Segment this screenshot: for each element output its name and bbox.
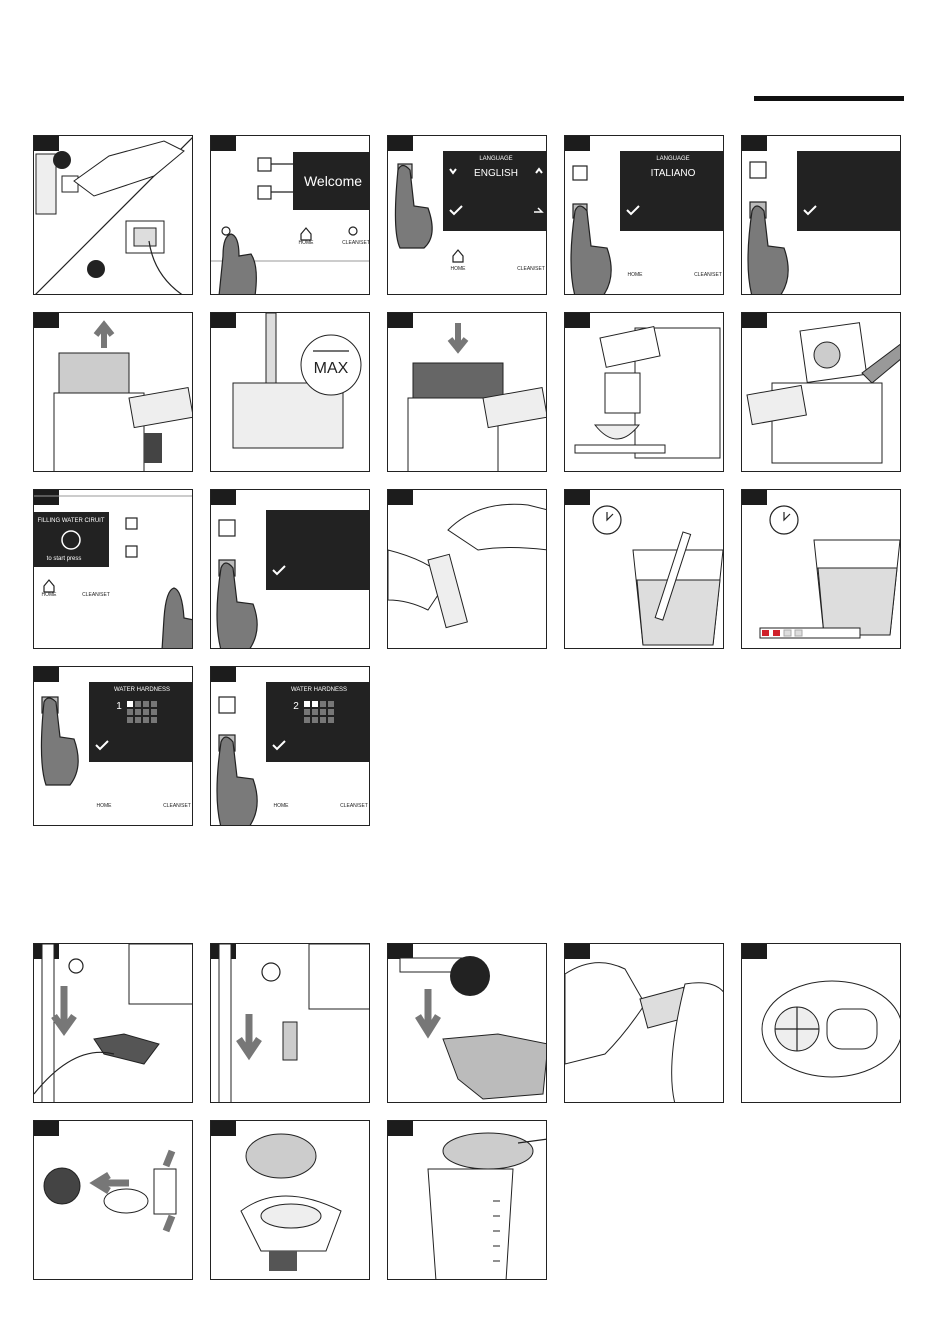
svg-text:WATER HARDNESS: WATER HARDNESS: [291, 687, 347, 693]
svg-text:CLEAN/SET: CLEAN/SET: [694, 272, 722, 278]
step-hardness-1: WATER HARDNESS 1 HOME CLEAN/SET: [33, 666, 193, 826]
arrow-icon: [96, 325, 112, 348]
step-marker-1: [53, 151, 71, 169]
svg-text:CLEAN/SET: CLEAN/SET: [342, 240, 370, 246]
svg-text:CLEAN/SET: CLEAN/SET: [82, 592, 110, 598]
step-attach-lid: [210, 1120, 370, 1280]
step-open-strip: [387, 489, 547, 649]
step-confirm: [741, 135, 901, 295]
clean-set-icon: [349, 227, 357, 235]
step-language-english: LANGUAGE ENGLISH HOME CLEAN/SET: [387, 135, 547, 295]
svg-text:to start press: to start press: [47, 556, 82, 562]
step-detach-nozzle: [387, 943, 547, 1103]
home-icon: [301, 228, 311, 240]
step-filling-circuit: FILLING WATER CIRUIT to start press HOME…: [33, 489, 193, 649]
svg-text:LANGUAGE: LANGUAGE: [656, 156, 689, 162]
svg-text:LANGUAGE: LANGUAGE: [479, 156, 512, 162]
step-marker-2: [87, 260, 105, 278]
header-rule: [754, 96, 904, 101]
step-clean-parts: [741, 943, 901, 1103]
step-unplug-plug: [33, 135, 193, 295]
step-language-italiano: LANGUAGE ITALIANO HOME CLEAN/SET: [564, 135, 724, 295]
svg-text:CLEAN/SET: CLEAN/SET: [163, 803, 191, 809]
step-open-lid: [741, 312, 901, 472]
step-fill-tank: MAX: [210, 312, 370, 472]
step-reassemble: [33, 1120, 193, 1280]
step-remove-wand: [210, 943, 370, 1103]
svg-text:CLEAN/SET: CLEAN/SET: [517, 266, 545, 272]
step-hardness-2: WATER HARDNESS 2 HOME CLEAN/SET: [210, 666, 370, 826]
step-dip-strip: [564, 489, 724, 649]
step-milk-container: [387, 1120, 547, 1280]
strip-pad-red-2: [773, 630, 780, 636]
step-read-strip: [741, 489, 901, 649]
step-disassemble: [564, 943, 724, 1103]
svg-text:2: 2: [293, 701, 299, 712]
step-confirm-2: [210, 489, 370, 649]
svg-text:1: 1: [116, 701, 122, 712]
step-insert-tank: [387, 312, 547, 472]
strip-pad-red-1: [762, 630, 769, 636]
svg-text:HOME: HOME: [299, 240, 315, 246]
svg-text:HOME: HOME: [97, 803, 113, 809]
svg-text:WATER HARDNESS: WATER HARDNESS: [114, 687, 170, 693]
power-icon: [222, 227, 230, 235]
step-steam-wand: [33, 943, 193, 1103]
svg-text:HOME: HOME: [628, 272, 644, 278]
svg-text:ITALIANO: ITALIANO: [651, 168, 696, 179]
welcome-text: Welcome: [304, 173, 362, 189]
svg-text:HOME: HOME: [274, 803, 290, 809]
svg-text:HOME: HOME: [42, 592, 58, 598]
step-place-cup: [564, 312, 724, 472]
svg-text:ENGLISH: ENGLISH: [474, 168, 518, 179]
svg-text:CLEAN/SET: CLEAN/SET: [340, 803, 368, 809]
step-remove-tank: [33, 312, 193, 472]
svg-text:FILLING WATER CIRUIT: FILLING WATER CIRUIT: [37, 518, 104, 524]
max-label: MAX: [314, 360, 349, 377]
step-welcome: Welcome HOME CLEAN/SET: [210, 135, 370, 295]
svg-text:HOME: HOME: [451, 266, 467, 272]
